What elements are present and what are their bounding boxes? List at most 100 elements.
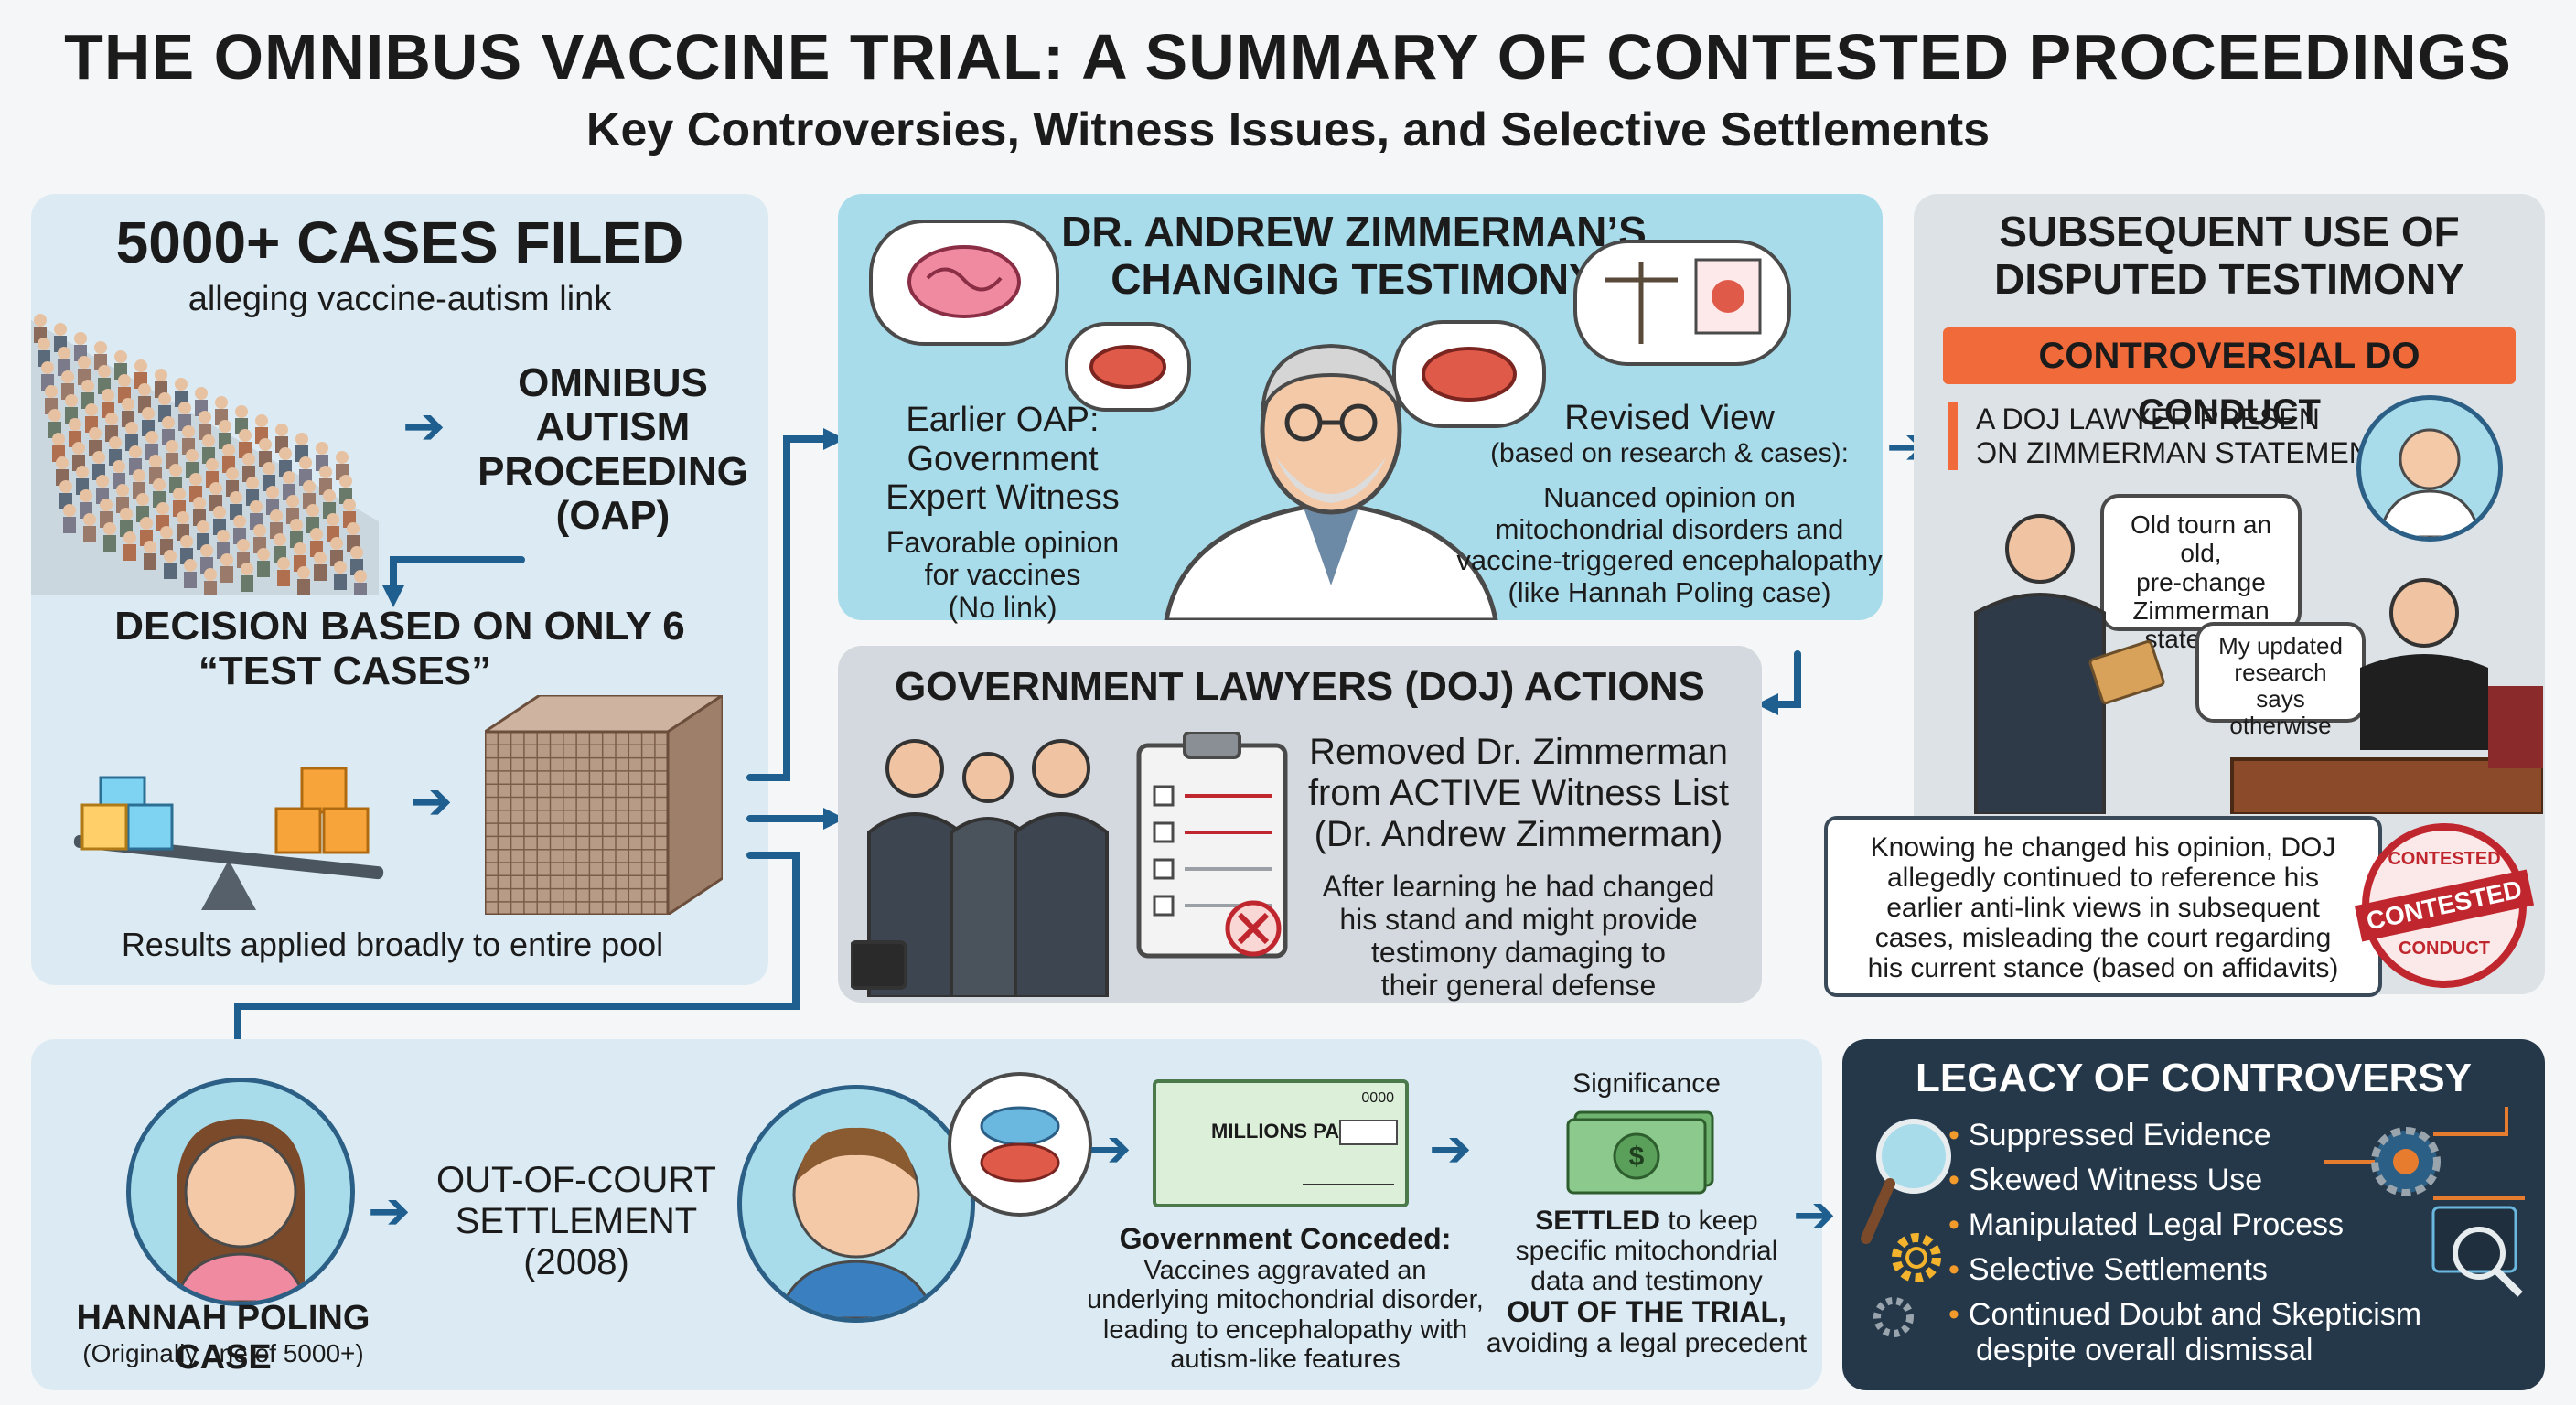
crowd-person-head [105, 413, 118, 425]
crowd-person-head [142, 407, 155, 420]
svg-text:$: $ [1629, 1142, 1645, 1172]
zimmerman-avatar [2356, 395, 2503, 542]
conceded-2: underlying mitochondrial disorder, [1087, 1285, 1484, 1315]
crowd-person-head [259, 438, 272, 451]
doj-reason-1: After learning he had changed [1322, 870, 1715, 904]
crowd-person-head [118, 374, 131, 387]
crowd-person-head [350, 546, 363, 559]
results-text: Results applied broadly to entire pool [121, 926, 664, 963]
legacy-list: •Suppressed Evidence •Skewed Witness Use… [1948, 1118, 2461, 1378]
oap-line-3: PROCEEDING [478, 448, 748, 494]
crowd-person-body [241, 575, 253, 592]
justice-scales-icon [1605, 258, 1762, 344]
legacy-item-label: Selective Settlements [1968, 1252, 2268, 1287]
crowd-person-head [34, 314, 47, 327]
arrow-to-significance: ➔ [1429, 1120, 1472, 1177]
brain-thought-cloud [869, 220, 1059, 346]
decision-line-1: DECISION BASED ON ONLY 6 [114, 604, 685, 649]
revised-view: Revised View (based on research & cases)… [1454, 399, 1884, 609]
arrow-to-legacy: ➔ [1793, 1185, 1836, 1243]
crowd-person-head [354, 570, 367, 583]
crowd-person-head [241, 563, 253, 575]
revised-title: Revised View [1564, 399, 1775, 437]
crowd-person-head [253, 524, 266, 537]
crowd-person-head [61, 370, 74, 383]
oap-line-2: AUTISM [535, 404, 691, 450]
boy-mitochondria-bubble [948, 1072, 1092, 1217]
doj-removed-2: from ACTIVE Witness List [1307, 772, 1730, 813]
crowd-person-body [144, 553, 156, 570]
crowd-person-head [177, 511, 189, 524]
conceded-title: Government Conceded: [1119, 1222, 1452, 1255]
doj-presentation-label: A DOJ LAWYER PRESEN ƆN ZIMMERMAN STATEME… [1948, 402, 2388, 470]
controversial-conduct-badge: CONTROVERSIAL DO CONDUCT [1943, 327, 2516, 433]
crowd-person-head [263, 462, 275, 475]
crowd-person-head [250, 500, 263, 513]
crowd-person-head [123, 531, 136, 544]
crowd-person-head [63, 504, 76, 517]
crowd-person-head [297, 566, 310, 579]
note-2: allegedly continued to reference his [1887, 863, 2319, 893]
witness-list-clipboard-icon [1136, 732, 1288, 959]
crowd-person-head [72, 442, 85, 455]
hannah-case-sub: (Originally one of 5000+) [82, 1339, 364, 1367]
check-number: 0000 [1361, 1090, 1394, 1106]
bubble-judge-1: My updated [2218, 632, 2343, 660]
legacy-item: •Suppressed Evidence [1948, 1118, 2271, 1153]
crowd-person-head [290, 519, 303, 531]
cases-subline: alleging vaccine-autism link [188, 280, 612, 318]
conceded-1: Vaccines aggravated an [1143, 1256, 1427, 1285]
conceded-3: leading to encephalopathy with [1102, 1314, 1468, 1345]
crowd-person-head [100, 499, 113, 511]
crowd-person-head [54, 323, 67, 336]
crowd-person-head [134, 359, 147, 372]
crowd-person-head [239, 429, 252, 442]
crowd-person-head [164, 550, 177, 563]
crowd-person-head [343, 499, 356, 511]
stamp-main-text: CONTESTED [2354, 869, 2535, 942]
revised-text-1: Nuanced opinion on [1543, 481, 1796, 513]
crowd-person-head [180, 535, 193, 548]
note-5: his current stance (based on affidavits) [1867, 953, 2339, 983]
crowd-person-head [113, 460, 125, 473]
crowd-person-head [158, 392, 171, 405]
crowd-person-head [85, 403, 98, 416]
legacy-item: •Skewed Witness Use [1948, 1163, 2263, 1197]
crowd-person-head [202, 434, 215, 447]
revised-text-4: (like Hannah Poling case) [1508, 576, 1831, 609]
crowd-person-head [323, 489, 336, 502]
crowd-person-body [354, 583, 367, 595]
doj-removed-3: (Dr. Andrew Zimmerman) [1314, 813, 1723, 854]
crowd-person-head [81, 380, 94, 392]
subsequent-title-1: SUBSEQUENT USE OF [1999, 208, 2460, 255]
crowd-person-head [316, 442, 328, 455]
judge-speech-bubble: My updated research says otherwise [2195, 622, 2366, 739]
legacy-item-label: Manipulated Legal Process [1968, 1207, 2345, 1242]
crowd-person-body [83, 526, 96, 542]
legacy-item: •Selective Settlements [1948, 1252, 2268, 1287]
crowd-person-head [120, 508, 133, 520]
boy-avatar [737, 1085, 975, 1323]
crowd-person-head [200, 544, 213, 557]
check-amount-box [1339, 1120, 1398, 1145]
doj-removed-1: Removed Dr. Zimmerman [1309, 732, 1728, 772]
crowd-person-body [123, 544, 136, 561]
crowd-person-head [319, 466, 332, 478]
conceded-4: autism-like features [1170, 1345, 1401, 1375]
bubble-lawyer-1: Old tourn an old, [2130, 510, 2272, 568]
crowd-person-head [193, 497, 206, 509]
crowd-person-head [336, 451, 349, 464]
crowd-person-body [220, 566, 233, 583]
crowd-person-head [279, 447, 292, 460]
crowd-person-head [48, 409, 61, 422]
crowd-person-body [103, 535, 116, 552]
revised-sub: (based on research & cases): [1490, 438, 1849, 468]
crowd-person-head [199, 411, 211, 424]
crowd-person-head [226, 467, 239, 480]
crowd-person-head [182, 425, 195, 438]
arrow-to-settlement: ➔ [368, 1182, 411, 1239]
crowd-person-head [160, 526, 173, 539]
subsequent-note-box: Knowing he changed his opinion, DOJ alle… [1824, 816, 2382, 997]
crowd-person-head [122, 398, 134, 411]
bubble-judge-2: research says [2234, 659, 2327, 713]
